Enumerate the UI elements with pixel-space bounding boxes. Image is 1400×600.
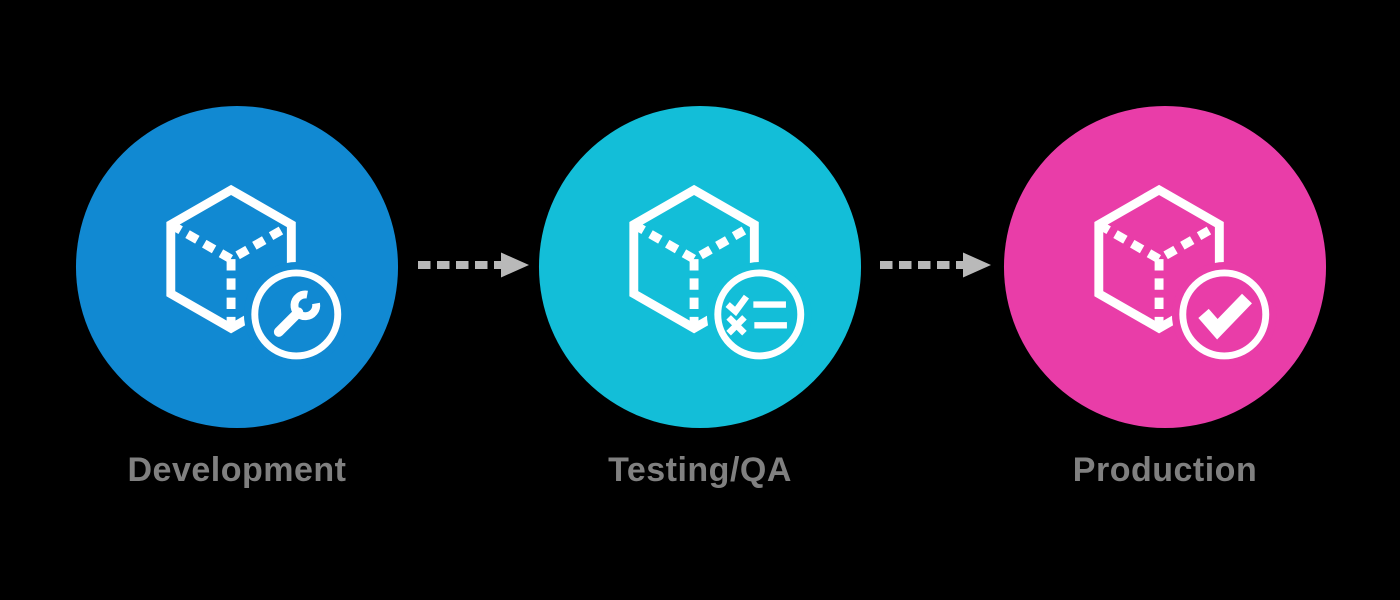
cube-icon (629, 184, 759, 334)
development-circle (75, 105, 399, 429)
production-circle (1003, 105, 1327, 429)
wrench-badge (243, 262, 349, 367)
development-stage-icon (75, 105, 399, 429)
arrowhead-icon (963, 252, 991, 278)
check-badge (1171, 262, 1277, 367)
stage-label-testing: Testing/QA (608, 451, 792, 489)
checklist-icon (725, 294, 787, 336)
checklist-badge (706, 262, 812, 367)
wrench-icon (273, 290, 321, 337)
production-stage-icon (1003, 105, 1327, 429)
arrowhead-icon (501, 252, 529, 278)
testing-stage-icon (538, 105, 862, 429)
testing-circle (538, 105, 862, 429)
cube-icon (166, 184, 296, 334)
cube-icon (1094, 184, 1224, 334)
check-icon (1198, 293, 1252, 340)
flow-arrow-2 (880, 252, 991, 278)
stage-label-production: Production (1072, 451, 1258, 489)
stage-label-development: Development (127, 451, 347, 489)
flow-arrow-1 (418, 252, 529, 278)
